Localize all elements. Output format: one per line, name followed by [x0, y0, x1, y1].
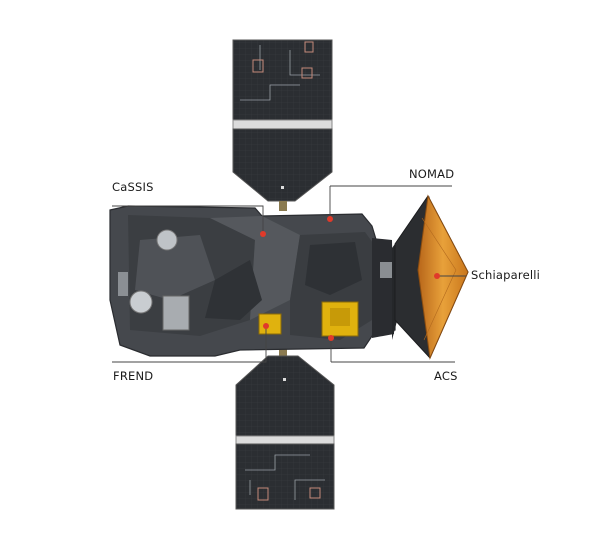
leader-cassis	[112, 205, 264, 234]
label-acs: ACS	[434, 369, 458, 383]
marker-nomad	[327, 216, 333, 222]
marker-frend	[263, 323, 269, 329]
upper-solar-array	[232, 39, 333, 211]
gold-instruments	[258, 301, 359, 337]
label-schiaparelli: Schiaparelli	[471, 268, 541, 282]
leader-lines	[112, 185, 466, 363]
leader-acs	[330, 338, 455, 363]
marker-cassis	[260, 231, 266, 237]
marker-acs	[328, 335, 334, 341]
instrument-markers	[260, 216, 440, 341]
label-frend: FREND	[113, 369, 154, 383]
label-cassis: CaSSIS	[112, 180, 154, 194]
leader-nomad	[329, 185, 452, 218]
lower-solar-array	[235, 342, 335, 510]
marker-schiaparelli	[434, 273, 440, 279]
leader-frend	[112, 327, 267, 363]
schiaparelli-lander	[392, 194, 469, 360]
label-nomad: NOMAD	[409, 167, 455, 181]
